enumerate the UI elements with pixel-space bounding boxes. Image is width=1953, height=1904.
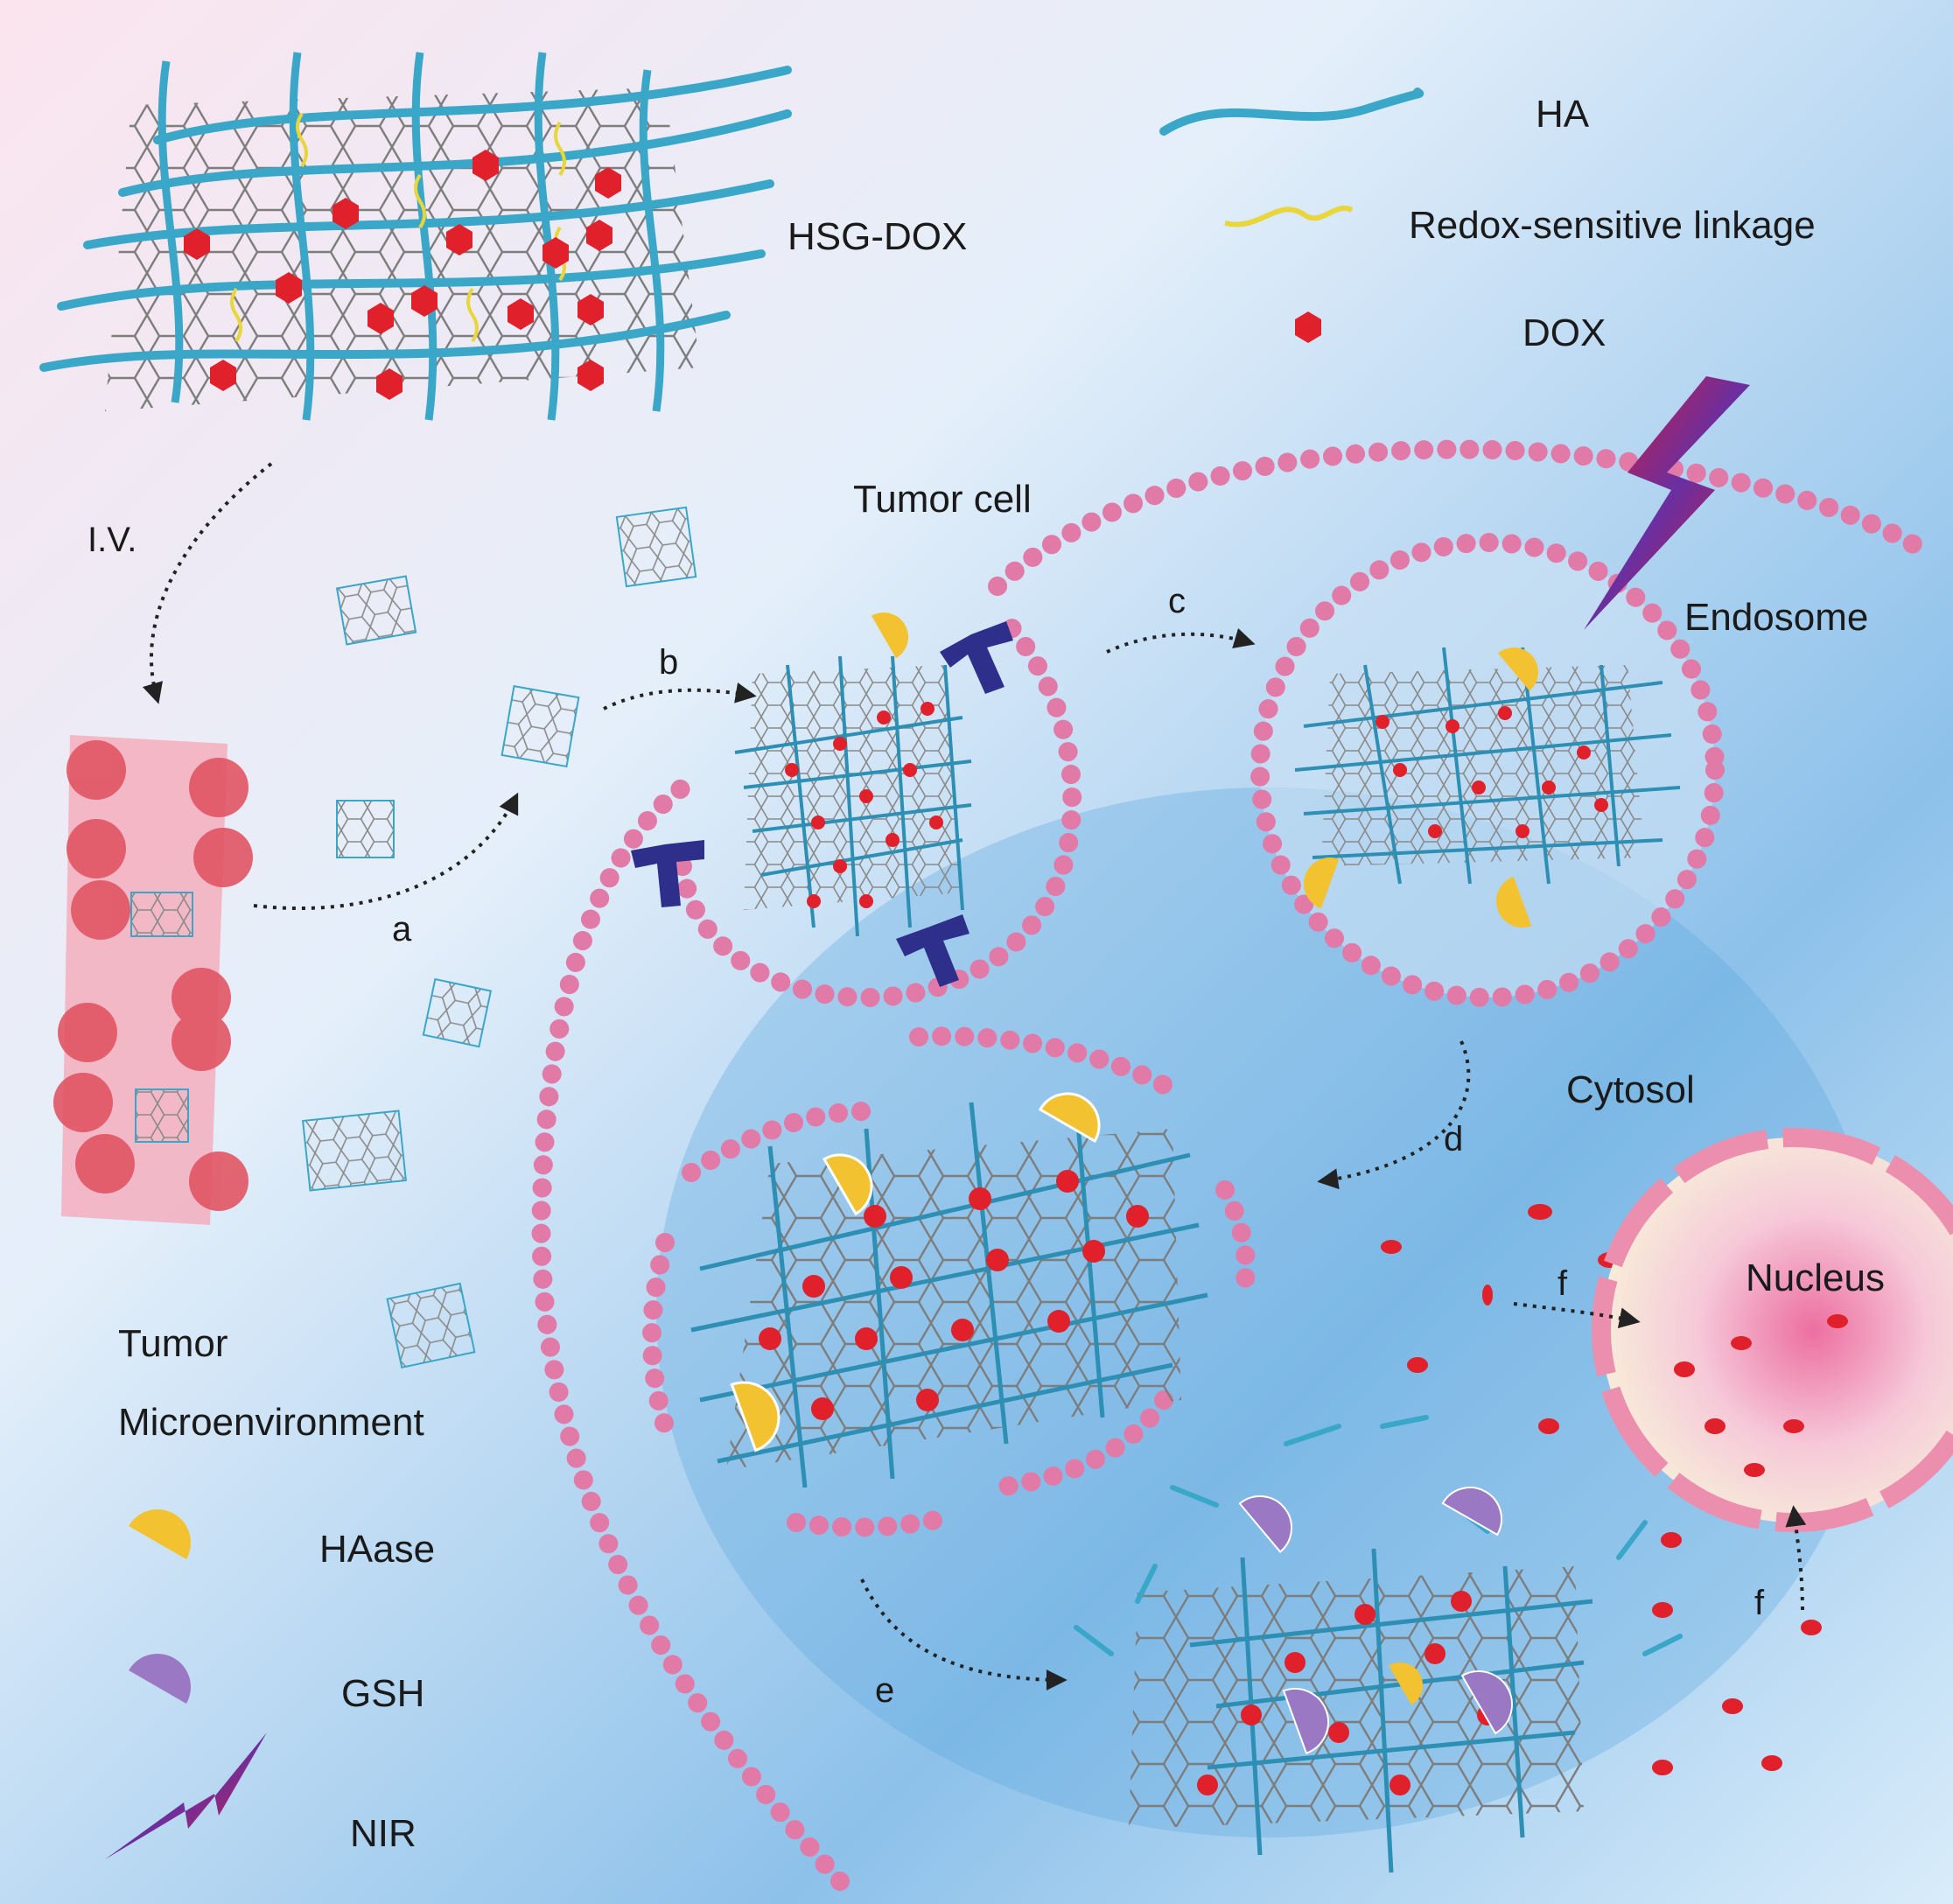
tumor-cell-label: Tumor cell xyxy=(853,478,1032,521)
step-f1-arrow xyxy=(1513,1302,1641,1329)
legend-nir-label: NIR xyxy=(350,1812,416,1855)
step-f2-label: f xyxy=(1754,1584,1765,1622)
step-b-label: b xyxy=(659,643,678,682)
hsg-dox-label: HSG-DOX xyxy=(788,215,967,258)
ha-fiber-icon xyxy=(1159,88,1424,136)
haase-icon xyxy=(129,1509,191,1559)
endosome-membrane xyxy=(1250,533,1725,1007)
np-in-endosome xyxy=(1294,647,1681,928)
endosome-label: Endosome xyxy=(1684,596,1868,639)
cell-membrane-top xyxy=(988,439,1935,596)
dox-hexagon-icon xyxy=(1295,312,1321,343)
step-a-label: a xyxy=(392,910,412,948)
np-degraded xyxy=(1074,1415,1683,1873)
nucleus xyxy=(1601,1138,1953,1522)
microenvironment-label: Microenvironment xyxy=(118,1401,424,1444)
legend-redox-label: Redox-sensitive linkage xyxy=(1409,204,1816,247)
tumor-label: Tumor xyxy=(118,1322,228,1365)
step-c-label: c xyxy=(1168,582,1186,620)
cytosol-label: Cytosol xyxy=(1566,1068,1695,1111)
legend-dox-label: DOX xyxy=(1522,312,1606,354)
endocytic-pit xyxy=(673,603,1082,1008)
nanoparticles-microenvironment xyxy=(302,506,697,1369)
legend-gsh-label: GSH xyxy=(341,1672,424,1715)
blood-vessel xyxy=(53,735,253,1225)
hsg-dox-sheet xyxy=(39,52,792,421)
iv-arrow xyxy=(143,462,273,704)
nucleus-label: Nucleus xyxy=(1746,1256,1885,1299)
nir-bolt-endosome xyxy=(1584,376,1750,630)
gsh-icon xyxy=(129,1654,191,1704)
ruptured-endosome xyxy=(642,1026,1256,1537)
legend-ha-label: HA xyxy=(1536,93,1590,136)
step-d-label: d xyxy=(1444,1120,1463,1158)
np-in-pit xyxy=(734,612,972,937)
legend-haase-label: HAase xyxy=(319,1528,435,1571)
cell-membrane xyxy=(531,778,850,1891)
step-f2-arrow xyxy=(1785,1505,1807,1611)
nuclear-dox xyxy=(1674,1314,1848,1477)
iv-label: I.V. xyxy=(88,521,136,559)
redox-linkage-icon xyxy=(1224,206,1354,228)
step-e-label: e xyxy=(875,1671,894,1710)
cd44-receptors xyxy=(631,621,1013,987)
step-f1-label: f xyxy=(1558,1264,1568,1303)
np-released xyxy=(690,1092,1208,1488)
